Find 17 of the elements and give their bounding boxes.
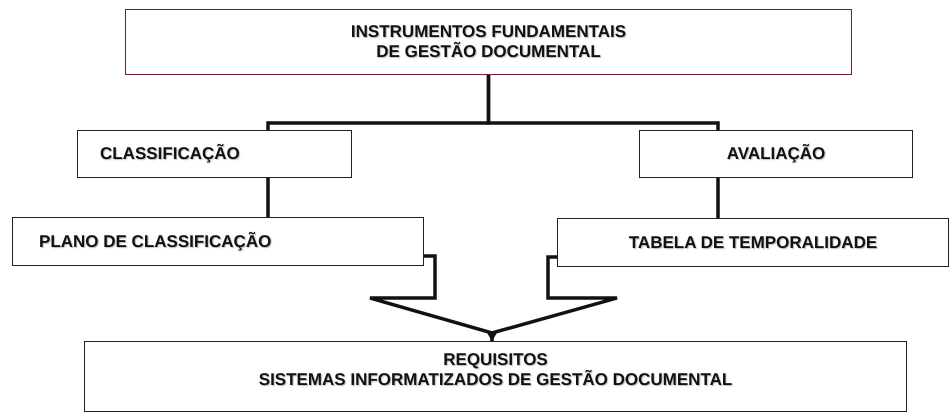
box-label: PLANO DE CLASSIFICAÇÃO bbox=[39, 232, 272, 252]
text-box bbox=[639, 130, 913, 178]
text-box bbox=[125, 9, 852, 75]
text-box bbox=[84, 341, 907, 412]
box-label: SISTEMAS INFORMATIZADOS DE GESTÃO DOCUMENTAL bbox=[258, 370, 732, 390]
text-box bbox=[12, 217, 424, 266]
box-label: REQUISITOS bbox=[443, 350, 548, 370]
box-label: CLASSIFICAÇÃO bbox=[100, 144, 240, 164]
text-box bbox=[77, 130, 352, 178]
box-label: INSTRUMENTOS FUNDAMENTAIS DE GESTÃO DOCUMENTAL bbox=[350, 22, 628, 62]
box-label: AVALIAÇÃO bbox=[726, 144, 826, 164]
connector-line bbox=[266, 178, 270, 217]
connector-line bbox=[716, 178, 720, 218]
box-label: TABELA DE TEMPORALIDADE bbox=[628, 232, 878, 252]
connector-line bbox=[486, 75, 720, 130]
text-box bbox=[557, 218, 949, 267]
block-arrow bbox=[486, 255, 619, 341]
